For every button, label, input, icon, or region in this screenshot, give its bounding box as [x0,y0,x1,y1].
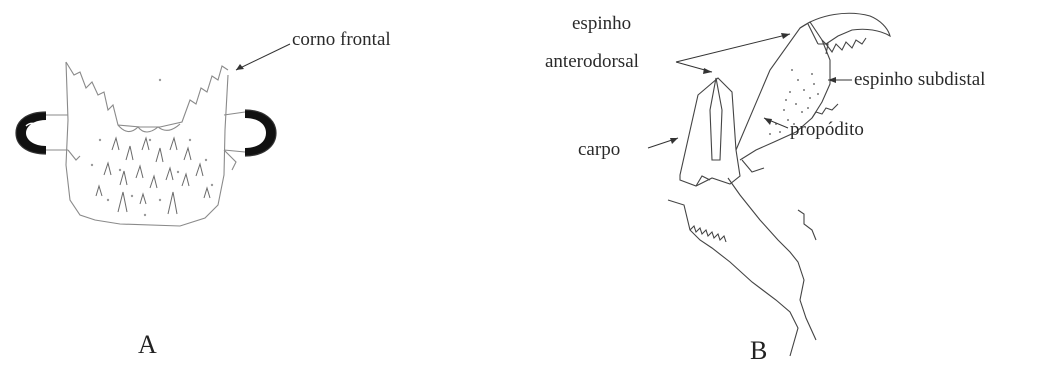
label-espinho-subdistal: espinho subdistal [854,69,986,90]
label-anterodorsal: anterodorsal [545,51,639,72]
label-carpo: carpo [578,139,621,160]
label-propodito: propódito [790,119,864,140]
panel-a-letter: A [138,330,157,359]
label-corno-frontal: corno frontal [292,29,391,50]
left-eye-icon [15,111,47,155]
panel-b-letter: B [750,336,768,365]
label-espinho: espinho [572,13,632,34]
right-eye-icon [244,109,277,157]
